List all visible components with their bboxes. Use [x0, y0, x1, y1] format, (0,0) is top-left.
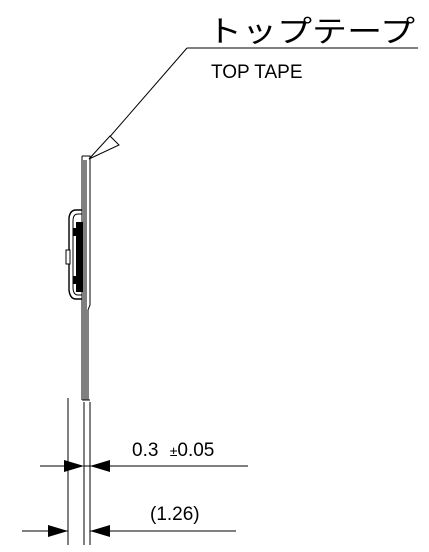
dim-thickness-tolerance: 0.05 — [177, 440, 214, 461]
pocket-inner-outline — [72, 213, 82, 296]
pocket-tab — [65, 249, 71, 265]
dim-arrow-overall-left — [48, 525, 68, 537]
dim-thickness-value: 0.3 — [132, 440, 158, 461]
leader-arrowhead — [88, 135, 120, 160]
extension-lines — [67, 398, 91, 545]
component-lead-1 — [73, 228, 77, 236]
dim-overall-value: (1.26) — [150, 504, 200, 525]
dim-arrow-thickness-left — [64, 460, 84, 472]
component-lead-2 — [73, 276, 77, 284]
dim-thickness-text: 0.3 ±0.05 — [132, 440, 214, 461]
dim-arrow-overall-right — [90, 525, 110, 537]
dim-thickness-pm: ± — [170, 443, 178, 459]
tape-section — [65, 155, 91, 401]
top-tape-callout: トップテープ TOP TAPE — [88, 15, 418, 160]
dim-arrow-thickness-right — [90, 460, 110, 472]
leader-line — [106, 47, 188, 141]
component-body — [76, 222, 83, 292]
dimension-thickness: 0.3 ±0.05 — [40, 440, 248, 472]
top-tape-outline — [82, 155, 91, 400]
callout-label-jp: トップテープ — [207, 15, 415, 50]
callout-label-en: TOP TAPE — [211, 62, 303, 83]
dimension-overall: (1.26) — [22, 504, 236, 537]
